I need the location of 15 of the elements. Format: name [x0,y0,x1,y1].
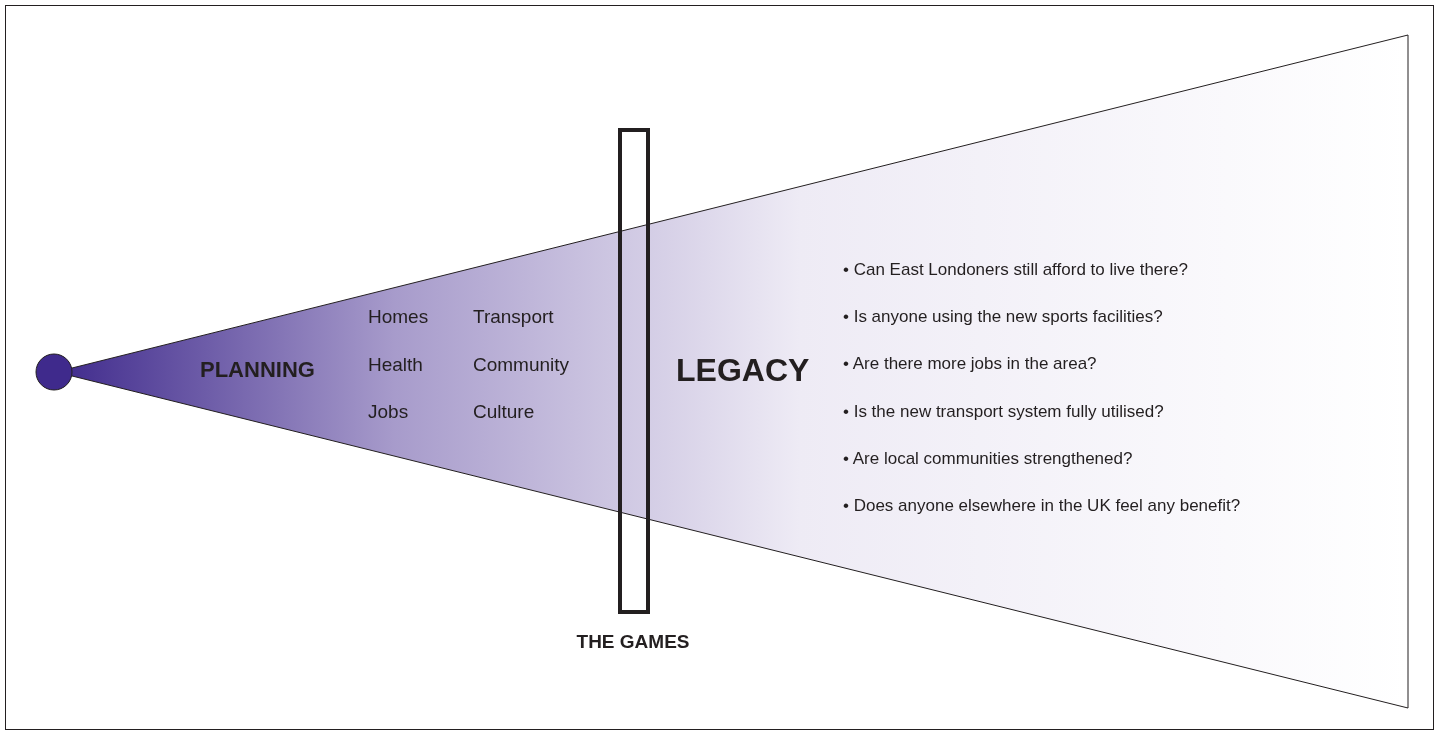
question-text: • Does anyone elsewhere in the UK feel any benefit? [843,496,1241,516]
topic-label: Culture [473,401,535,423]
question-text: • Can East Londoners still afford to live there? [843,260,1188,280]
stage-label: LEGACY [676,351,810,389]
topic-label: Health [368,354,423,376]
stage-label: PLANNING [200,357,315,383]
question-text: • Is the new transport system fully utilised? [843,402,1164,422]
question-text: • Is anyone using the new sports facilities? [843,307,1163,327]
question-text: • Are there more jobs in the area? [843,354,1097,374]
topic-label: Homes [368,306,429,328]
topic-label: Transport [473,306,554,328]
topic-label: Jobs [368,401,409,423]
stage-label: THE GAMES [576,631,690,653]
question-text: • Are local communities strengthened? [843,449,1133,469]
topic-label: Community [473,354,570,376]
